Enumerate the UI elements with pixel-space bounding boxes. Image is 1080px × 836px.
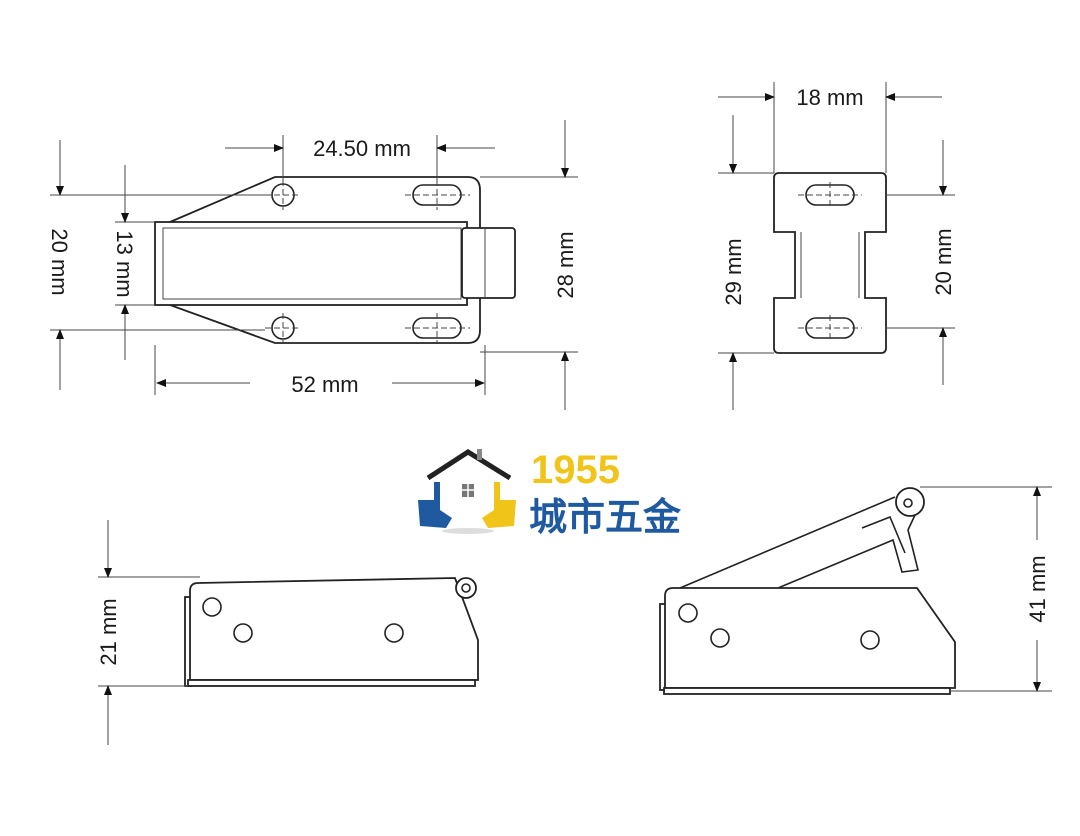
blue-hand-icon [418,482,452,528]
logo-name: 城市五金 [529,495,682,539]
rivet-hole [202,597,222,617]
latch-body-side [189,577,479,681]
side-view-closed: 21 mm [96,520,479,745]
dim-left-hole-spacing: 20 mm [47,228,72,295]
logo-number: 1955 [531,448,620,492]
brand-logo: 1955 城市五金 [418,448,682,539]
dim-open-height: 41 mm [1025,555,1050,622]
dim-hole-spacing: 24.50 mm [313,136,411,161]
rivet-hole [384,623,404,643]
rivet-hole [678,603,698,623]
side-view-open: 41 mm [659,486,1052,695]
lever-arm [679,496,919,589]
house-roof-icon [426,449,512,481]
dim-end-hole-spacing: 20 mm [931,228,956,295]
base-plate [663,687,951,695]
top-view: 24.50 mm 52 mm 20 mm 13 mm 28 mm [47,120,578,410]
latch-body [154,221,468,306]
rivet-hole [860,630,880,650]
roller [895,487,925,517]
latch-body-side [664,587,956,689]
base-plate [187,679,476,687]
roller [455,577,477,599]
dim-closed-height: 21 mm [96,598,121,665]
dim-body-width: 13 mm [112,230,137,297]
latch-cap [461,227,516,299]
end-view: 18 mm 29 mm 20 mm [718,82,956,410]
dim-end-width: 18 mm [796,85,863,110]
yellow-hand-icon [482,482,516,528]
rivet-hole [710,628,730,648]
dim-plate-width: 28 mm [553,231,578,298]
rivet-hole [233,623,253,643]
end-plate [773,172,887,354]
dim-end-height: 29 mm [721,238,746,305]
dim-overall-length: 52 mm [291,372,358,397]
